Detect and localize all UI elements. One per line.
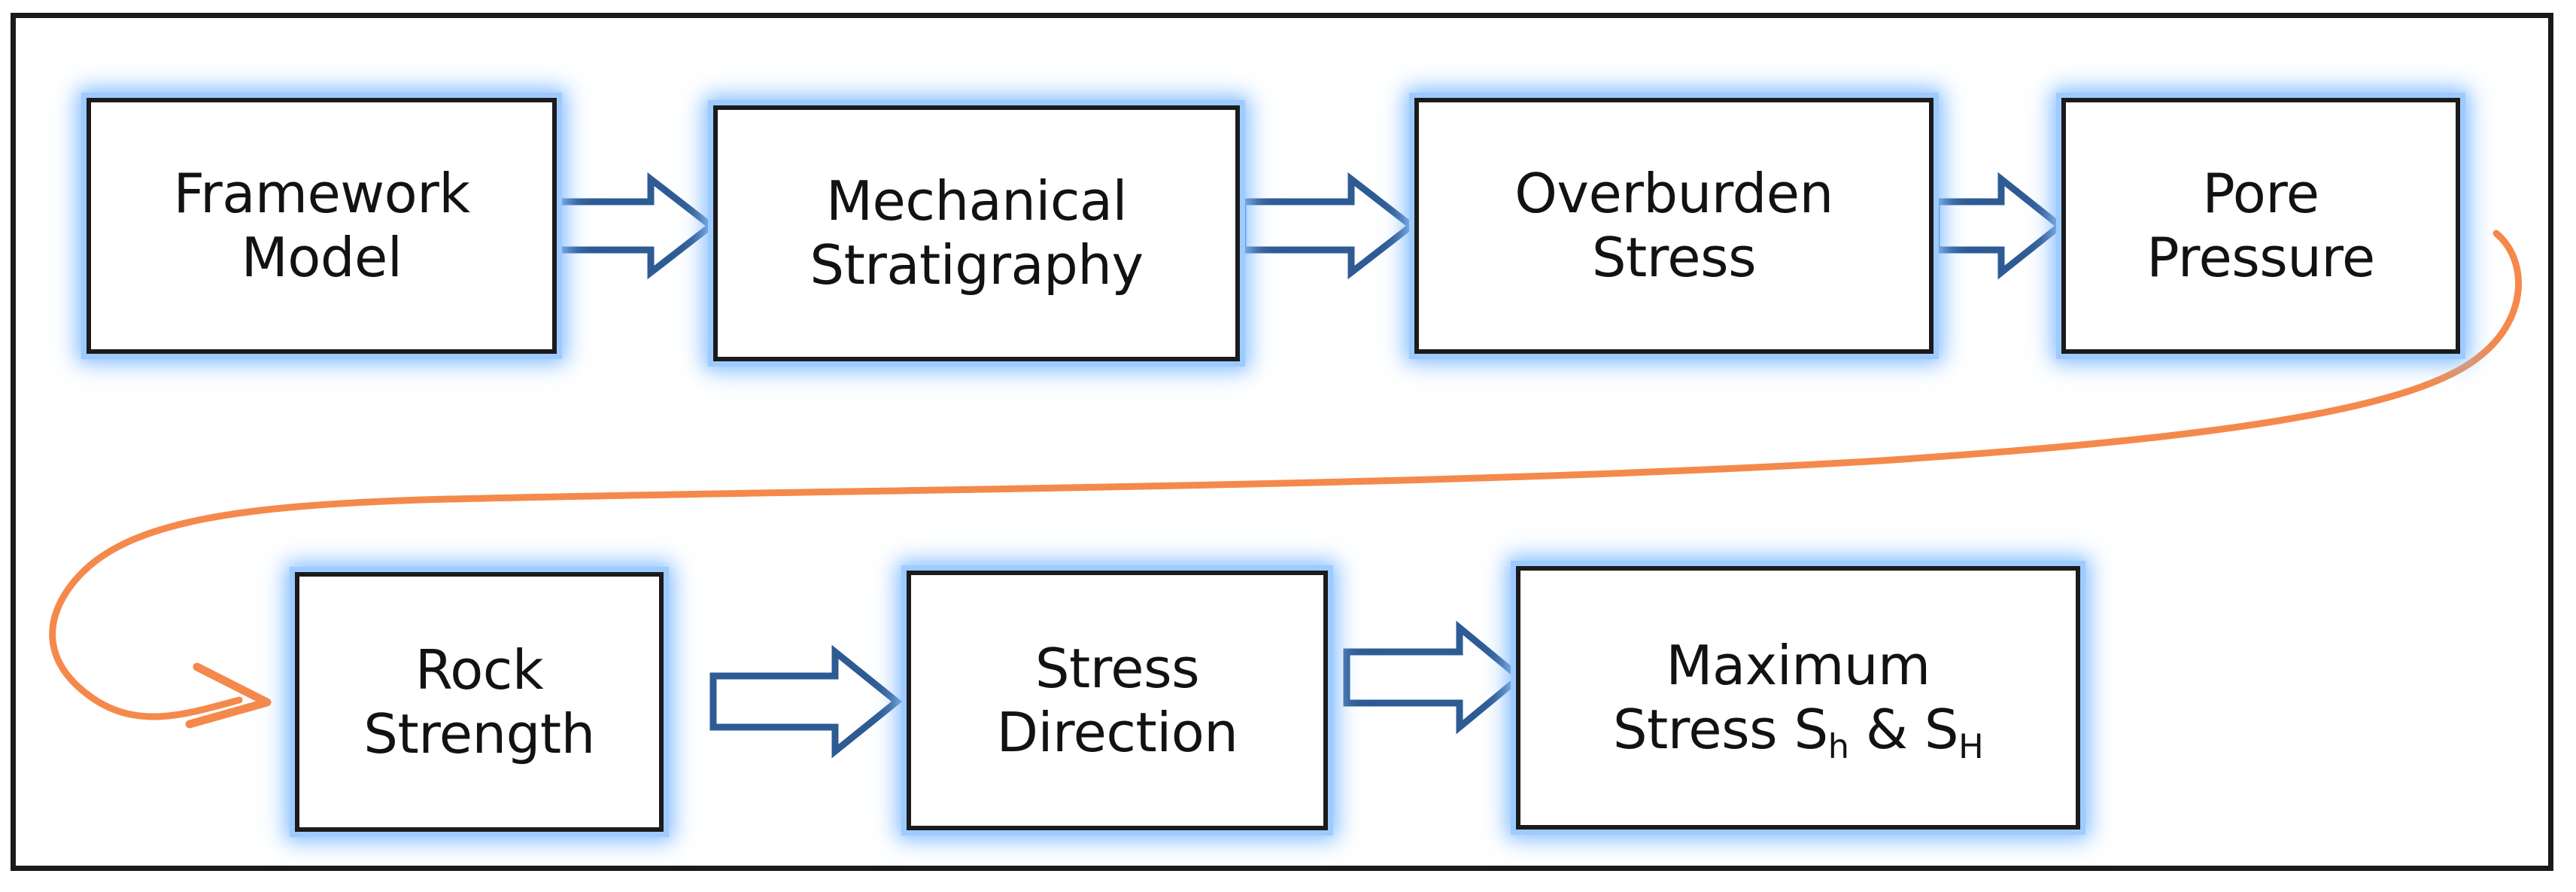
node-maximum-stress-line1: Maximum <box>1666 634 1930 698</box>
node-overburden-stress[interactable]: Overburden Stress <box>1414 98 1934 354</box>
node-pore-pressure[interactable]: Pore Pressure <box>2061 98 2460 354</box>
node-mechanical-stratigraphy[interactable]: Mechanical Stratigraphy <box>713 105 1240 361</box>
node-stress-direction-label: Stress Direction <box>996 636 1238 764</box>
node-stress-direction[interactable]: Stress Direction <box>907 571 1328 830</box>
node-overburden-stress-label: Overburden Stress <box>1514 162 1833 289</box>
node-rock-strength-label: Rock Strength <box>363 638 595 766</box>
node-mechanical-stratigraphy-label: Mechanical Stratigraphy <box>810 169 1144 297</box>
node-maximum-stress-line2-prefix: Stress S <box>1612 698 1828 761</box>
node-maximum-stress-sub-h: h <box>1827 727 1849 767</box>
node-maximum-stress-sub-H: H <box>1958 727 1984 767</box>
node-framework-model-label: Framework Model <box>173 162 470 289</box>
node-maximum-stress-line2-mid: & S <box>1848 698 1959 761</box>
node-framework-model[interactable]: Framework Model <box>87 98 557 354</box>
node-rock-strength[interactable]: Rock Strength <box>295 572 664 832</box>
node-pore-pressure-label: Pore Pressure <box>2146 162 2375 289</box>
